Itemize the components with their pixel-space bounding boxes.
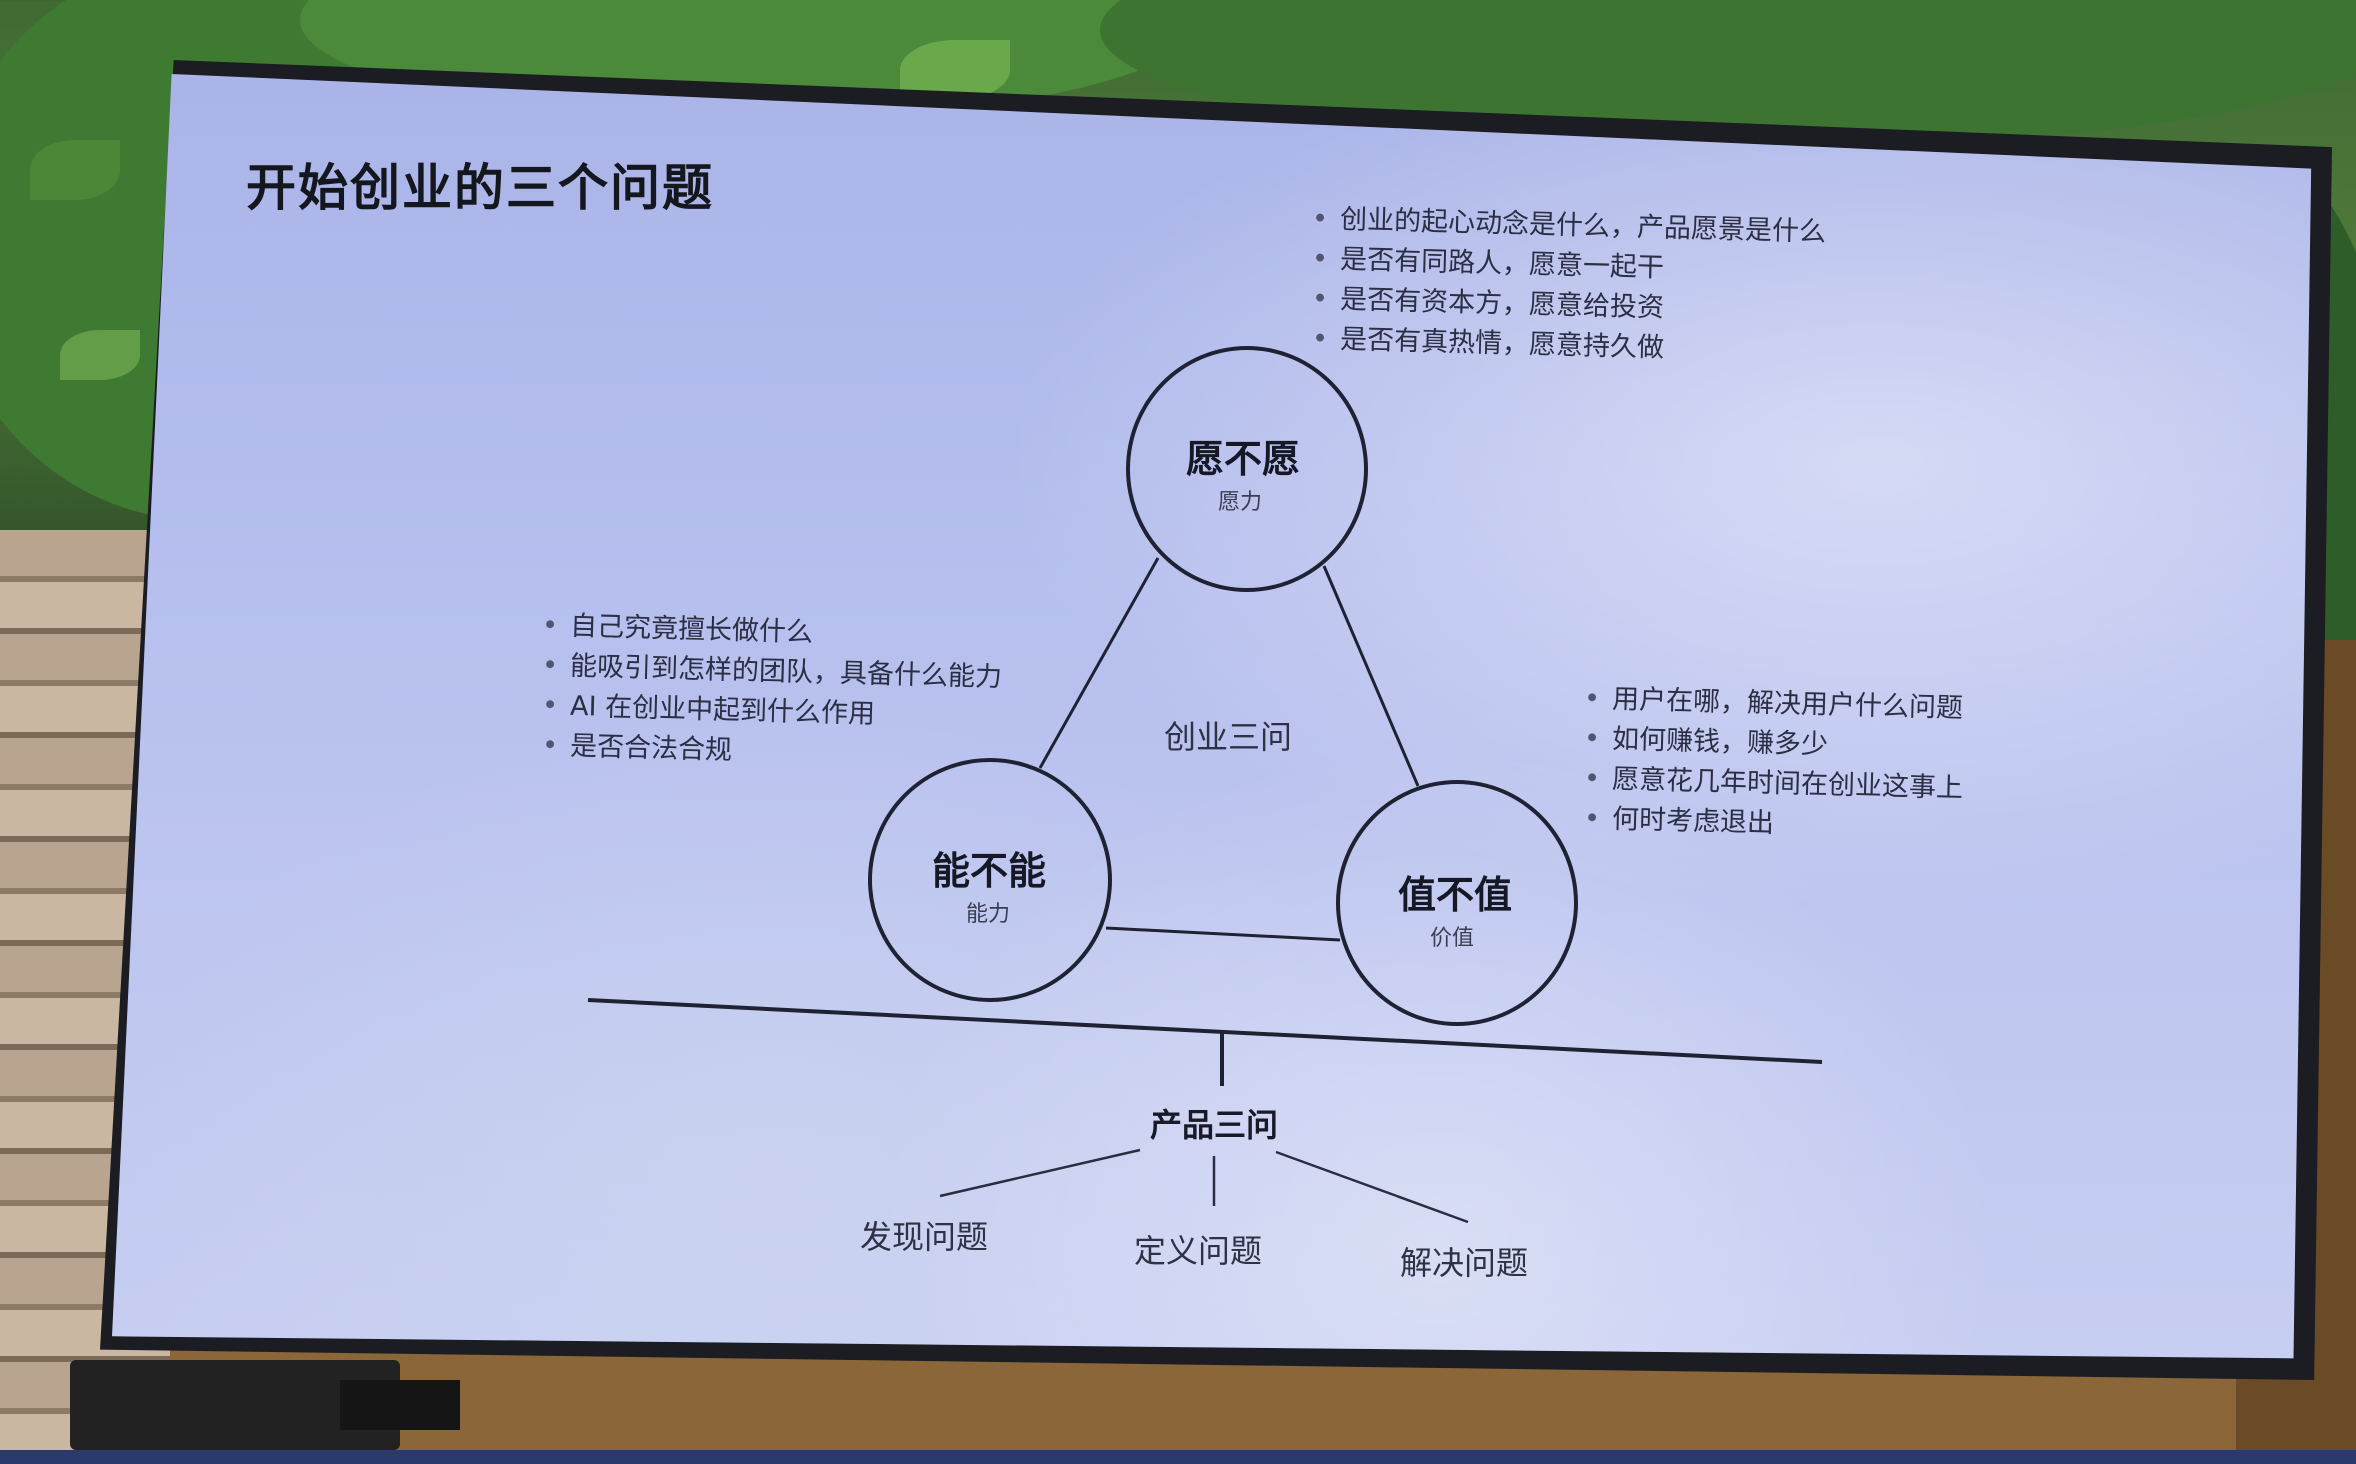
bottom-strip xyxy=(0,1450,2356,1464)
tv-stand-foot xyxy=(340,1380,460,1430)
product-label: 产品三问 xyxy=(1150,1106,1279,1144)
circle-willingness-title: 愿不愿 xyxy=(1186,437,1301,481)
branch-discover: 发现问题 xyxy=(860,1218,989,1256)
slide-title: 开始创业的三个问题 xyxy=(246,159,714,217)
circle-ability-subtitle: 能力 xyxy=(966,902,1011,927)
circle-value-subtitle: 价值 xyxy=(1430,926,1475,951)
circle-willingness xyxy=(1126,346,1368,592)
circle-ability xyxy=(868,758,1112,1002)
branch-define: 定义问题 xyxy=(1134,1232,1263,1270)
branch-solve: 解决问题 xyxy=(1400,1244,1529,1282)
circle-willingness-subtitle: 愿力 xyxy=(1218,490,1263,515)
leaf xyxy=(30,140,120,200)
top-notes: 创业的起心动念是什么，产品愿景是什么 是否有同路人，愿意一起干 是否有资本方，愿… xyxy=(1306,204,1827,366)
left-notes: 自己究竟擅长做什么 能吸引到怎样的团队，具备什么能力 AI 在创业中起到什么作用… xyxy=(536,611,1003,772)
circle-value-title: 值不值 xyxy=(1398,873,1513,917)
leaf xyxy=(60,330,140,380)
right-notes: 用户在哪，解决用户什么问题 如何赚钱，赚多少 愿意花几年时间在创业这事上 何时考… xyxy=(1578,684,1964,844)
circle-value xyxy=(1336,780,1578,1026)
circle-ability-title: 能不能 xyxy=(932,849,1047,893)
leaf xyxy=(900,40,1010,100)
center-label: 创业三问 xyxy=(1164,718,1293,756)
